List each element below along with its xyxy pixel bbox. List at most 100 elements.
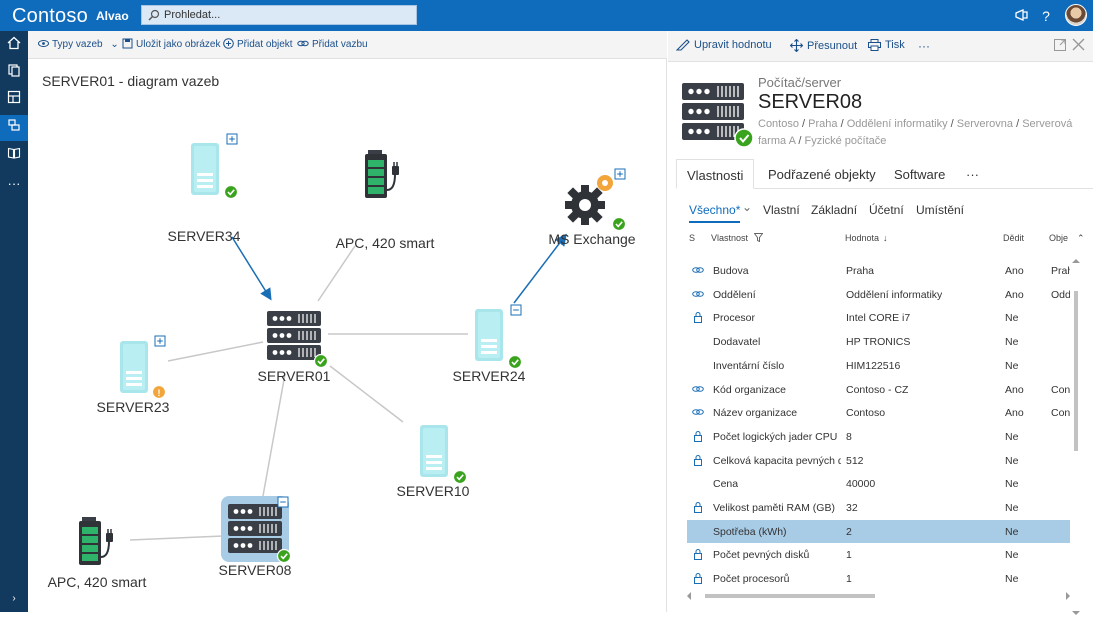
edge-server01-server10[interactable]: [329, 365, 404, 423]
node-apc-1[interactable]: APC, 420 smart: [336, 149, 435, 251]
megaphone-icon[interactable]: [1013, 7, 1031, 25]
chevron-down-icon[interactable]: ⌄: [742, 200, 753, 214]
filter-basic[interactable]: Základní: [811, 203, 858, 217]
edge-server08-apc2[interactable]: [129, 535, 224, 541]
filter-custom[interactable]: Vlastní: [763, 203, 800, 217]
column-object[interactable]: Obje: [1049, 233, 1069, 243]
collapse-icon[interactable]: [510, 304, 522, 316]
node-server01[interactable]: SERVER01: [258, 310, 331, 384]
node-apc-2[interactable]: APC, 420 smart: [48, 516, 147, 590]
add-object-button[interactable]: Přidat objekt: [223, 38, 293, 50]
node-server10[interactable]: SERVER10: [397, 425, 470, 499]
node-exchange[interactable]: MS Exchange: [548, 168, 636, 247]
breadcrumb-item[interactable]: Oddělení informatiky: [846, 118, 948, 130]
tab-child-objects[interactable]: Podřazené objekty: [768, 167, 876, 182]
filter-accounting[interactable]: Účetní: [869, 203, 904, 217]
node-label-server34: SERVER34: [168, 228, 241, 244]
edge-server01-server08[interactable]: [262, 373, 286, 497]
left-nav: ··· ›: [0, 31, 28, 612]
node-server23[interactable]: ! SERVER23: [97, 335, 170, 415]
ok-status-icon: [313, 353, 329, 369]
home-icon[interactable]: [0, 33, 28, 59]
expand-icon[interactable]: [226, 133, 238, 145]
more-actions-button[interactable]: ···: [918, 39, 930, 53]
brand-logo[interactable]: Contoso: [12, 5, 88, 27]
column-value-label: Hodnota: [845, 233, 880, 243]
tab-software[interactable]: Software: [894, 167, 946, 182]
chevron-up-icon[interactable]: ⌃: [1077, 233, 1085, 243]
add-link-label: Přidat vazbu: [312, 39, 368, 50]
layout-icon[interactable]: [0, 87, 28, 113]
node-server34[interactable]: SERVER34: [168, 133, 241, 244]
horizontal-scrollbar[interactable]: [687, 592, 1070, 600]
tab-properties[interactable]: Vlastnosti: [676, 159, 755, 189]
search-placeholder: Prohledat...: [164, 9, 221, 21]
edge-server01-server23[interactable]: [167, 341, 264, 362]
expand-icon[interactable]: [154, 335, 166, 347]
copy-icon[interactable]: [0, 60, 28, 86]
book-icon[interactable]: [0, 143, 28, 169]
edge-server34-server01[interactable]: [231, 236, 272, 301]
link-types-dropdown[interactable]: Typy vazeb ⌄: [38, 38, 119, 50]
add-link-button[interactable]: Přidat vazbu: [297, 38, 368, 50]
save-image-button[interactable]: Uložit jako obrázek: [122, 38, 220, 50]
breadcrumb-item[interactable]: Fyzické počítače: [804, 135, 887, 147]
inherit-cell: Ne: [1005, 359, 1019, 372]
column-inherit[interactable]: Dědit: [1003, 233, 1025, 243]
filter-location[interactable]: Umístění: [916, 203, 965, 217]
table-row[interactable]: BudovaPrahaAnoPrah: [687, 259, 1070, 283]
value-cell: 40000: [846, 478, 876, 491]
ok-status-icon: [507, 354, 523, 370]
close-icon[interactable]: [1072, 38, 1089, 51]
search-input[interactable]: Prohledat...: [141, 5, 417, 25]
breadcrumb-item[interactable]: Serverovna: [956, 118, 1014, 130]
collapse-icon[interactable]: [277, 496, 289, 508]
tab-more[interactable]: ···: [966, 167, 979, 182]
help-icon[interactable]: ?: [1042, 8, 1050, 24]
filter-icon[interactable]: [753, 233, 764, 243]
breadcrumb-item[interactable]: Contoso: [758, 118, 799, 130]
edge-server01-apc1[interactable]: [317, 245, 356, 302]
expand-icon[interactable]: [614, 168, 626, 180]
vertical-scrollbar[interactable]: [1071, 259, 1081, 617]
edge-server24-exchange[interactable]: [513, 233, 567, 304]
print-button[interactable]: Tisk: [868, 39, 905, 51]
breadcrumb-item[interactable]: Praha: [808, 118, 838, 130]
column-s[interactable]: S: [689, 233, 696, 243]
property-cell: Budova: [713, 265, 749, 277]
filter-all[interactable]: Všechno*: [689, 203, 741, 223]
expand-chevron-icon[interactable]: ›: [12, 593, 16, 604]
move-button[interactable]: Přesunout: [789, 38, 857, 53]
edit-icon: [675, 39, 690, 51]
node-server08[interactable]: SERVER08: [219, 496, 292, 578]
breadcrumb-item[interactable]: Serverová farma A: [758, 118, 1073, 147]
column-value[interactable]: Hodnota↓: [845, 233, 888, 243]
save-image-label: Uložit jako obrázek: [136, 39, 221, 50]
inherit-cell: Ne: [1005, 312, 1019, 325]
lock-icon: [694, 573, 702, 585]
popout-icon[interactable]: [1054, 39, 1070, 51]
objects-icon[interactable]: [0, 115, 28, 141]
avatar[interactable]: [1065, 4, 1087, 26]
inherit-cell: Ano: [1005, 265, 1024, 277]
more-icon[interactable]: ···: [7, 176, 21, 191]
edit-value-button[interactable]: Upravit hodnotu: [675, 39, 772, 51]
column-property[interactable]: Vlastnost: [711, 233, 764, 243]
node-server24[interactable]: SERVER24: [453, 304, 526, 384]
object-cell: Con: [1051, 383, 1070, 396]
ok-status-icon: [223, 184, 239, 200]
inherit-cell: Ne: [1005, 549, 1019, 562]
